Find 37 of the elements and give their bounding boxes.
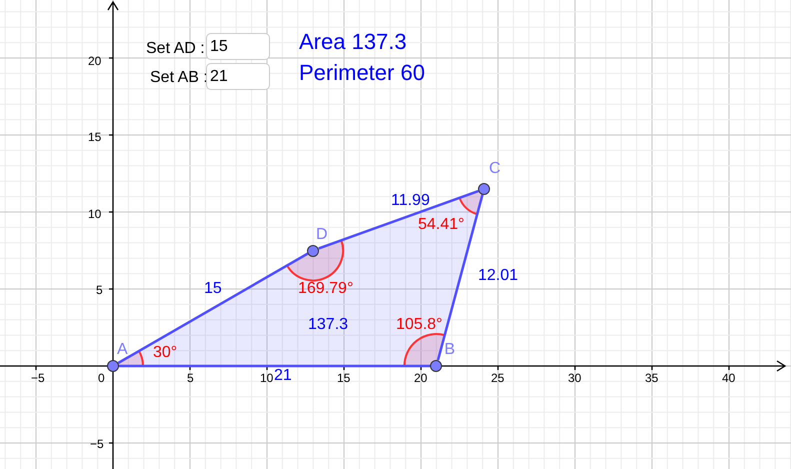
point-label: D: [316, 226, 328, 242]
angle-label: 30°: [153, 345, 178, 361]
input-field: 21: [206, 63, 270, 90]
axis-tick-label: −5: [90, 438, 104, 450]
side-length-label: 15: [204, 281, 222, 297]
axis-tick-label: −5: [31, 372, 45, 384]
polygon-side: [436, 194, 484, 361]
side-length-label: 12.01: [478, 268, 518, 284]
polygon-side: [318, 190, 479, 250]
axis-tick-label: 10: [260, 372, 274, 384]
axis-tick-label: 15: [88, 131, 102, 143]
axis-tick-label: 20: [414, 372, 428, 384]
angle-label: 169.79°: [298, 281, 354, 297]
input-field: 15: [206, 33, 270, 60]
angle-label: 105.8°: [396, 317, 442, 333]
axis-tick-label: 35: [645, 372, 658, 384]
axis-tick-label: 10: [88, 208, 102, 220]
side-length-label: 11.99: [391, 193, 430, 209]
axis-tick-label: 5: [187, 372, 194, 384]
point-label: C: [488, 161, 501, 178]
area-value: 137.3: [308, 317, 348, 333]
measurement-text: Area 137.3: [299, 31, 407, 53]
axis-tick-label: 15: [337, 372, 350, 384]
polygon-side: [118, 252, 308, 364]
axis-tick-label: 5: [96, 284, 103, 296]
axis-tick-label: 40: [722, 372, 736, 384]
side-length-label: 21: [274, 368, 292, 384]
angle-label: 54.41°: [418, 217, 464, 233]
axis-tick-label: 25: [491, 372, 504, 384]
point-label: A: [117, 342, 128, 358]
field-label: Set AD :: [146, 41, 205, 57]
axis-tick-label: 20: [88, 55, 102, 67]
polygon-side: [119, 364, 430, 368]
point-label: B: [444, 342, 456, 358]
measurement-text: Perimeter 60: [299, 62, 425, 84]
axis-tick-label: 0: [98, 372, 105, 384]
axis-tick-label: 30: [568, 372, 582, 384]
